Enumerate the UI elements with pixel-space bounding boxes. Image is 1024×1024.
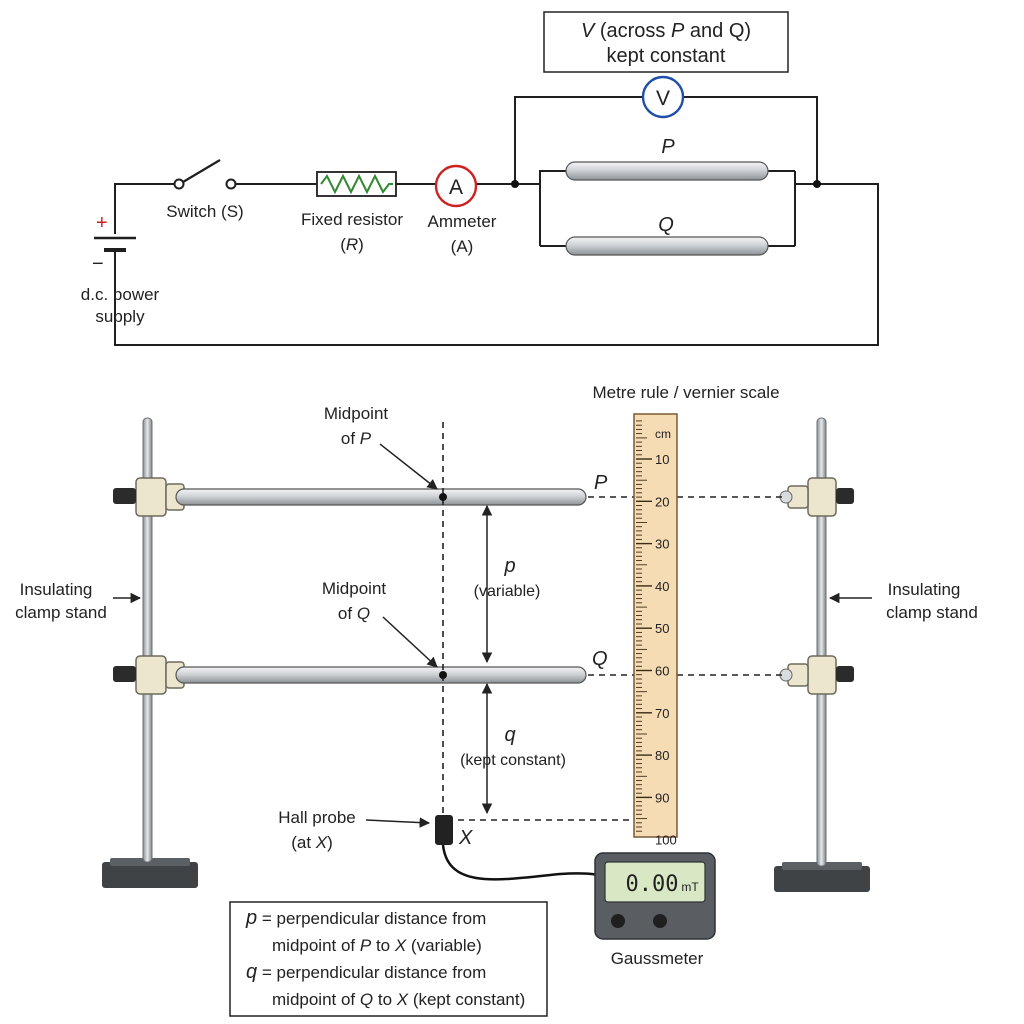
ammeter-label-line1: Ammeter (428, 212, 497, 231)
gaussmeter-unit: mT (681, 880, 699, 894)
ruler-tick-label: 60 (655, 664, 669, 679)
ruler-tick-label: 80 (655, 748, 669, 763)
ammeter-letter: A (449, 176, 463, 199)
ammeter-symbol (434, 164, 478, 208)
wire-voltmeter (514, 96, 818, 184)
midpoint-p-dot (439, 493, 447, 501)
left-stand-label-line1: Insulating (20, 580, 93, 599)
wire-top-left (114, 183, 178, 234)
ruler-tick-label: 70 (655, 706, 669, 721)
voltmeter-symbol (641, 75, 685, 119)
supply-label-line2: supply (95, 307, 145, 326)
hall-probe-arrow (365, 817, 431, 828)
hall-probe-label-line2: (at X) (291, 833, 333, 852)
p-symbol: p (503, 555, 515, 577)
apparatus-rod-p-label: P (594, 472, 608, 494)
p-note: (variable) (474, 583, 541, 600)
q-symbol: q (504, 724, 515, 746)
resistor-label-line1: Fixed resistor (301, 210, 403, 229)
hall-probe-label-line1: Hall probe (278, 808, 356, 827)
junction-right (813, 180, 821, 188)
voltage-label-line2: kept constant (607, 45, 726, 67)
circuit-rod-p-label: P (661, 136, 675, 158)
ruler-tick-marks (636, 420, 652, 832)
probe-cable (441, 844, 609, 881)
legend-box: p = perpendicular distance from midpoint… (229, 901, 548, 1017)
voltmeter-letter: V (656, 87, 670, 110)
fixed-resistor-symbol (316, 171, 397, 197)
ruler-tick-labels: 10 20 30 40 50 60 70 80 90 100 (655, 452, 677, 848)
circuit-rod-q (565, 236, 769, 256)
right-clamp-stand (774, 417, 870, 892)
right-stand-label-line1: Insulating (888, 580, 961, 599)
apparatus-rod-p (175, 488, 587, 506)
legend-line-4: midpoint of Q to X (kept constant) (272, 990, 525, 1009)
gaussmeter (594, 852, 716, 940)
right-stand-label-line2: clamp stand (886, 603, 978, 622)
ammeter-label-line2: (A) (451, 237, 474, 256)
minus-sign: − (92, 253, 104, 275)
ruler-unit: cm (655, 427, 671, 441)
junction-left (511, 180, 519, 188)
midpoint-p-label-line1: Midpoint (324, 404, 389, 423)
midpoint-q-dot (439, 671, 447, 679)
voltage-label-box (543, 11, 789, 73)
midpoint-q-arrow (382, 616, 438, 668)
ruler-title: Metre rule / vernier scale (592, 383, 779, 402)
plus-sign: + (96, 212, 108, 234)
supply-label-line1: d.c. power (81, 285, 160, 304)
ruler-tick-label: 10 (655, 452, 669, 467)
wire-parallel-left (539, 170, 566, 247)
ruler-tick-label: 20 (655, 494, 669, 509)
gaussmeter-knob-left[interactable] (611, 914, 625, 928)
midpoint-q-label-line2: of Q (338, 604, 370, 623)
gaussmeter-reading: 0.00 (626, 872, 679, 897)
voltage-label-line1: V (across P and Q) (581, 20, 751, 42)
legend-line-1: p = perpendicular distance from (245, 907, 486, 929)
point-x-label: X (458, 827, 473, 849)
switch-symbol (173, 159, 237, 190)
q-note: (kept constant) (460, 752, 566, 769)
legend-line-3: q = perpendicular distance from (246, 961, 486, 983)
circuit-rod-q-label: Q (658, 214, 674, 236)
dc-supply-symbol (94, 236, 136, 278)
midpoint-p-label-line2: of P (341, 429, 372, 448)
switch-label: Switch (S) (166, 202, 243, 221)
hall-probe (435, 815, 453, 845)
left-stand-label-line2: clamp stand (15, 603, 107, 622)
resistor-label-line2: (R) (340, 235, 364, 254)
gaussmeter-label: Gaussmeter (611, 949, 704, 968)
circuit: V (across P and Q) kept constant + − d.c… (81, 11, 879, 346)
wire-parallel-right (114, 170, 879, 346)
apparatus: P Q Midpoint of P Midpoint of Q p (varia… (15, 383, 978, 968)
ruler-tick-label: 30 (655, 537, 669, 552)
apparatus-rod-q-label: Q (592, 648, 608, 670)
midpoint-q-label-line1: Midpoint (322, 579, 387, 598)
ruler-tick-label: 100 (655, 833, 677, 848)
midpoint-p-arrow (379, 443, 438, 490)
ruler-tick-label: 90 (655, 790, 669, 805)
ruler-tick-label: 40 (655, 579, 669, 594)
legend-line-2: midpoint of P to X (variable) (272, 936, 482, 955)
circuit-rod-p (565, 161, 769, 181)
gaussmeter-knob-right[interactable] (653, 914, 667, 928)
ruler-tick-label: 50 (655, 621, 669, 636)
apparatus-rod-q (175, 666, 587, 684)
